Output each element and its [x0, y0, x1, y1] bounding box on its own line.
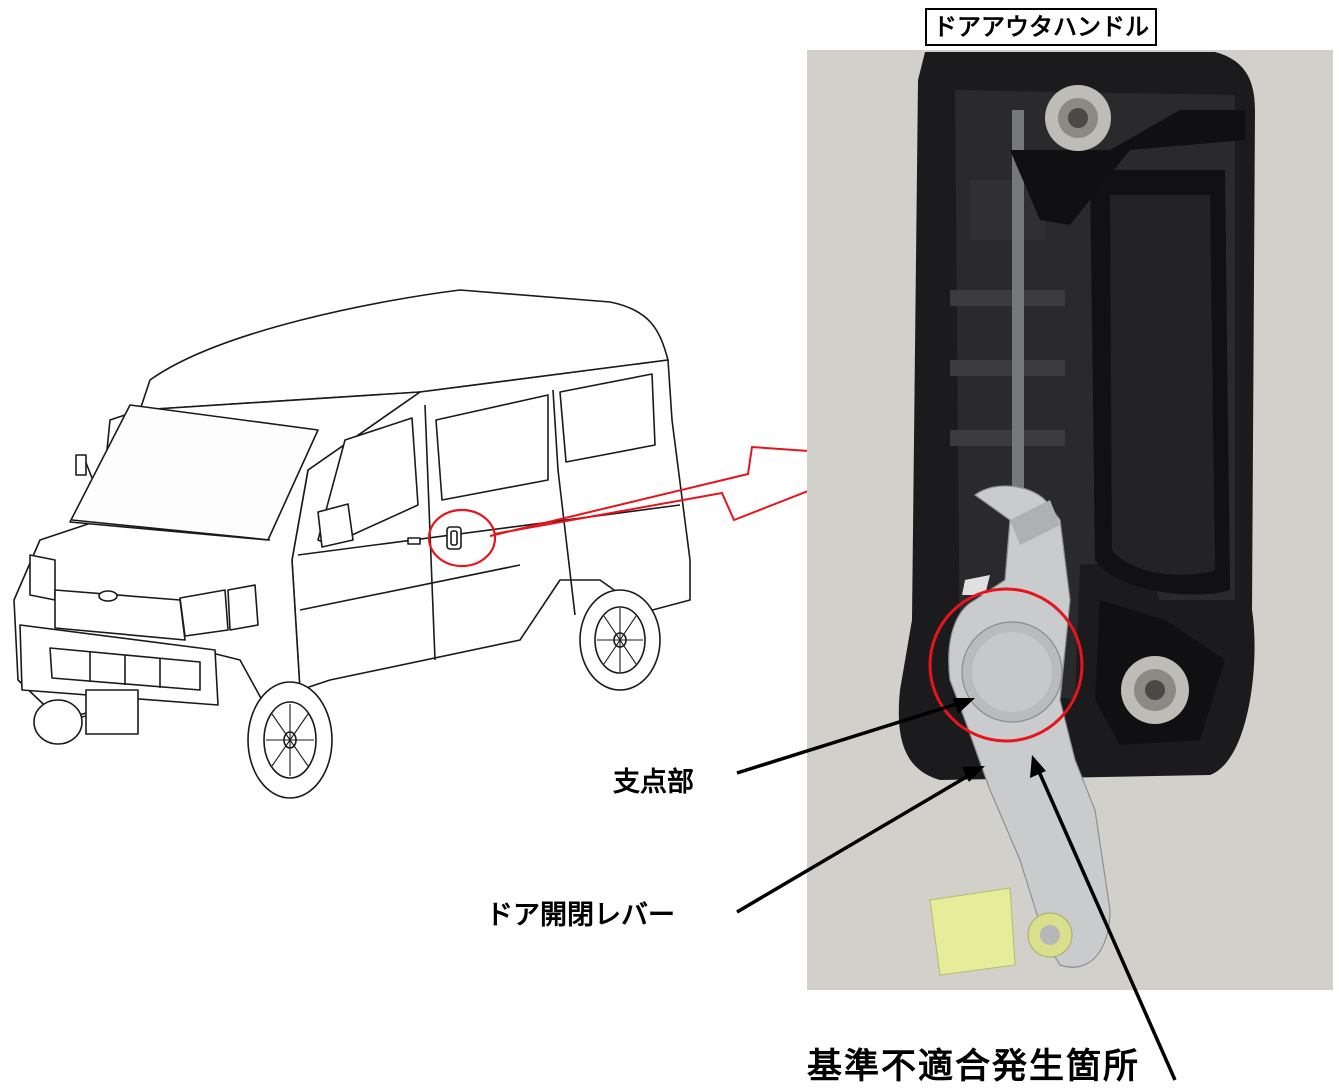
van-illustration [13, 289, 691, 799]
door-lever-label: ドア開閉レバー [486, 900, 675, 931]
door-handle-photo [807, 50, 1333, 990]
defect-leader-line [1035, 766, 1177, 1081]
fulcrum-label: 支点部 [613, 767, 694, 798]
door-handle-highlight-circle [427, 508, 497, 568]
fulcrum-highlight-circle [928, 587, 1084, 743]
lever-leader-line [736, 771, 974, 914]
defect-location-label: 基準不適合発生箇所 [807, 1047, 1141, 1087]
fulcrum-leader-line [736, 700, 964, 775]
photo-title: ドアアウタハンドル [925, 8, 1157, 46]
defect-arrowhead [1030, 755, 1046, 778]
fulcrum-arrowhead [953, 698, 975, 714]
lever-arrowhead [962, 766, 985, 782]
